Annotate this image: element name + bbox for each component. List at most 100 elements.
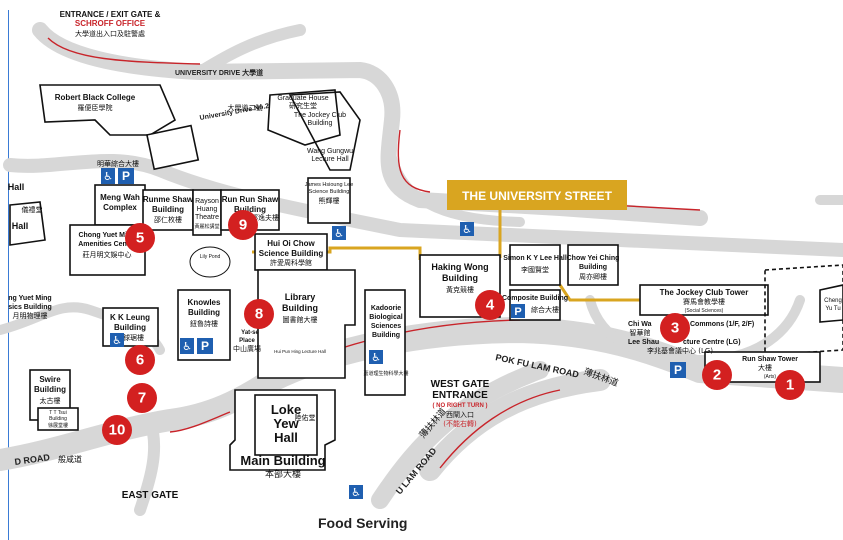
location-marker-icon[interactable]: 7 bbox=[127, 383, 157, 413]
main-building-label: Main Building bbox=[240, 453, 325, 468]
run-run-shaw-tower-label: Run Shaw Tower bbox=[742, 356, 798, 363]
physics-building-label: sics Building bbox=[8, 304, 52, 311]
svg-text:5: 5 bbox=[136, 230, 144, 247]
robert-black-cn-label: 羅便臣學院 bbox=[78, 103, 113, 112]
location-marker-icon[interactable]: 5 bbox=[125, 223, 155, 253]
wheelchair-icon[interactable]: ♿ bbox=[101, 168, 115, 184]
runme-shaw-label: Runme Shaw bbox=[143, 195, 194, 204]
bonham-road-cn-label: 般咸道 bbox=[58, 454, 82, 464]
wheelchair-icon[interactable]: ♿ bbox=[180, 338, 194, 354]
tennis-court bbox=[145, 124, 200, 171]
lecture-centre-label: cture Centre (LG) bbox=[683, 339, 741, 346]
svg-text:2: 2 bbox=[713, 367, 721, 384]
chong-yuet-ming-cn-label: 莊月明文娛中心 bbox=[83, 250, 132, 259]
library-cn-label: 圖書館大樓 bbox=[283, 315, 318, 324]
location-marker-icon[interactable]: 3 bbox=[660, 313, 690, 343]
chow-yei-ching-label: Chow Yei Ching bbox=[567, 255, 620, 262]
kadoorie-label: Kadoorie bbox=[371, 305, 401, 312]
svg-text:1: 1 bbox=[786, 377, 794, 394]
robert-black-label: Robert Black College bbox=[55, 93, 136, 102]
james-hsioung-lee-building[interactable] bbox=[307, 177, 351, 224]
loke-yew-hall-building[interactable] bbox=[254, 394, 318, 456]
tt-tsui-cn-label: 徐展堂樓 bbox=[48, 422, 68, 429]
jockey-club-label: The Jockey Club bbox=[294, 112, 346, 119]
swire-label: Swire bbox=[39, 375, 61, 384]
robert-black-college-building[interactable] bbox=[39, 84, 177, 136]
lily-pond-label: Lily Pond bbox=[200, 254, 221, 260]
yat-sen-label: Yat-se bbox=[241, 330, 259, 336]
haking-wong-label: Haking Wong bbox=[431, 262, 488, 272]
hui-oi-chow-cn-label: 許愛周科學館 bbox=[270, 258, 312, 267]
wheelchair-icon[interactable]: ♿ bbox=[460, 222, 474, 236]
jockey-club-tower-building[interactable] bbox=[639, 284, 769, 316]
wheelchair-icon[interactable]: ♿ bbox=[110, 333, 124, 347]
chi-wah-cn-label: 智華館 bbox=[630, 328, 651, 337]
location-marker-icon[interactable]: 9 bbox=[228, 210, 258, 240]
knowles-building-label: Building bbox=[188, 308, 220, 317]
haking-wong-building[interactable] bbox=[419, 254, 501, 318]
chong-yuet-ming-label: Chong Yuet Ming bbox=[78, 232, 135, 239]
svg-text:P: P bbox=[122, 169, 130, 183]
map-caption: Food Serving bbox=[318, 515, 408, 531]
svg-text:♿: ♿ bbox=[371, 351, 381, 364]
svg-text:♿: ♿ bbox=[103, 170, 113, 183]
west-gate-note-cn-label: (不能右轉) bbox=[443, 419, 477, 428]
hui-oi-chow-building[interactable] bbox=[254, 233, 328, 271]
schroff-office-label: SCHROFF OFFICE bbox=[75, 19, 146, 28]
location-marker-icon[interactable]: 2 bbox=[702, 360, 732, 390]
svg-text:10: 10 bbox=[109, 422, 126, 439]
right-edge-building[interactable] bbox=[819, 284, 843, 323]
parking-icon[interactable]: P bbox=[118, 168, 134, 184]
runme-shaw-building[interactable] bbox=[142, 189, 194, 231]
location-marker-icon[interactable]: 4 bbox=[475, 290, 505, 320]
lily-pond bbox=[189, 246, 231, 278]
location-marker-icon[interactable]: 6 bbox=[125, 345, 155, 375]
left-hall-building[interactable] bbox=[9, 201, 46, 246]
lee-shau-cn-label: 李兆基會議中心 (LG) bbox=[647, 346, 713, 355]
loke-label: Loke bbox=[271, 402, 301, 417]
svg-text:3: 3 bbox=[671, 320, 679, 337]
location-marker-icon[interactable]: 1 bbox=[775, 370, 805, 400]
tt-tsui-label: T T Tsui bbox=[49, 410, 66, 416]
kk-leung-cn-label: 梁銶琚樓 bbox=[116, 333, 144, 342]
haking-wong-cn-label: 黃克競樓 bbox=[446, 285, 474, 294]
composite-cn-label: 綜合大樓 bbox=[531, 305, 559, 314]
chong-physics-cn-label: 月明物理樓 bbox=[13, 311, 48, 320]
yat-sen-place-label: Place bbox=[239, 338, 255, 344]
parking-icon[interactable]: P bbox=[670, 362, 686, 378]
west-gate-note-label: ( NO RIGHT TURN ) bbox=[433, 403, 488, 409]
chow-yei-ching-building[interactable] bbox=[567, 244, 619, 286]
run-run-shaw-label: Run Run Shaw bbox=[222, 195, 279, 204]
wheelchair-icon[interactable]: ♿ bbox=[332, 226, 346, 240]
right-building-sub-label: Yu Tu bbox=[825, 306, 840, 312]
run-run-shaw-cn-label: 邵逸夫樓 bbox=[251, 213, 279, 222]
right-building-label: Cheng bbox=[824, 298, 842, 304]
tt-tsui-building[interactable] bbox=[37, 407, 79, 431]
graduate-house-building[interactable] bbox=[267, 89, 341, 146]
library-building[interactable] bbox=[257, 269, 356, 379]
svg-text:P: P bbox=[201, 339, 209, 353]
svg-text:P: P bbox=[674, 363, 682, 377]
graduate-house-tower[interactable] bbox=[288, 91, 361, 171]
svg-text:7: 7 bbox=[138, 390, 146, 407]
simon-lee-hall-building[interactable] bbox=[509, 244, 561, 286]
hui-oi-chow-label: Hui Oi Chow bbox=[267, 239, 315, 248]
west-gate-label: WEST GATE bbox=[431, 379, 490, 390]
simon-lee-label: Simon K Y Lee Hall bbox=[503, 255, 567, 262]
wheelchair-icon[interactable]: ♿ bbox=[369, 350, 383, 364]
james-hsioung-label: James Hsioung Lee bbox=[305, 182, 354, 188]
james-hsioung-science-label: Science Building bbox=[309, 189, 350, 195]
parking-icon[interactable]: P bbox=[511, 304, 525, 318]
kadoorie-building[interactable] bbox=[364, 289, 406, 396]
arts-label: (Arts) bbox=[764, 374, 777, 380]
location-marker-icon[interactable]: 8 bbox=[244, 299, 274, 329]
rayson-huang-theatre-building[interactable] bbox=[192, 189, 222, 236]
location-marker-icon[interactable]: 10 bbox=[102, 415, 132, 445]
wheelchair-icon[interactable]: ♿ bbox=[349, 485, 363, 499]
parking-icon[interactable]: P bbox=[197, 338, 213, 354]
runme-shaw-cn-label: 邵仁枚樓 bbox=[154, 215, 182, 224]
left-hall-label: Hall bbox=[8, 182, 25, 192]
graduate-house-label: Graduate House bbox=[277, 95, 328, 102]
accessible-icons: ♿ ♿ ♿ ♿ ♿ ♿ ♿ bbox=[101, 168, 474, 499]
